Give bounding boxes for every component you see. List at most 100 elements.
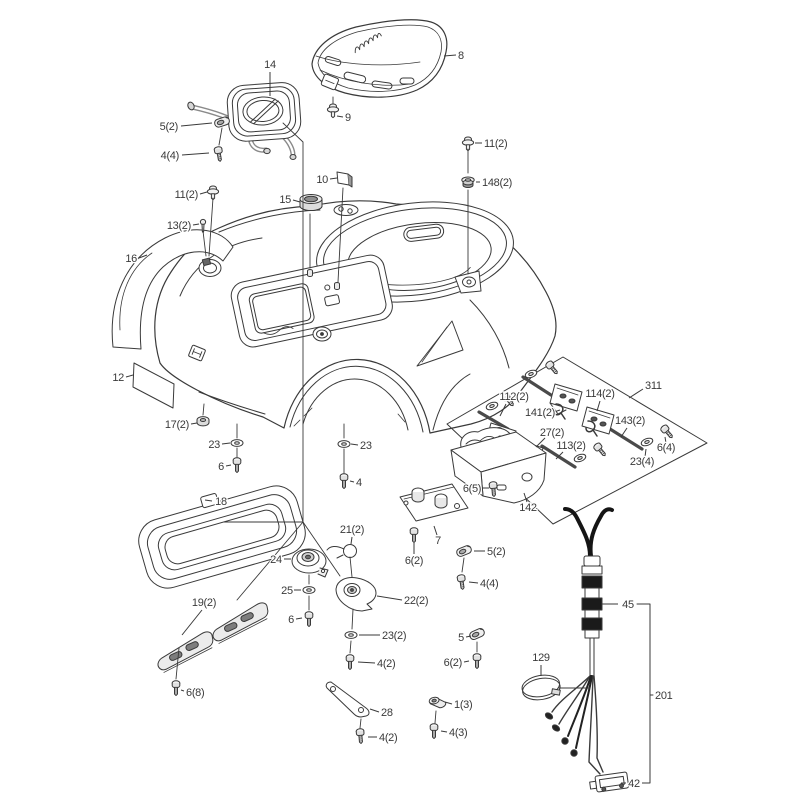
part-label-11(2): 11(2) xyxy=(175,189,198,201)
handle-part-14 xyxy=(187,82,302,160)
bolt-6-4 xyxy=(659,423,676,441)
spring-coil-part-21 xyxy=(343,544,357,558)
part-label-6(4): 6(4) xyxy=(657,442,675,454)
skid-plate-part-19 xyxy=(207,600,274,646)
leader-line-23 xyxy=(221,442,231,445)
clip-5 xyxy=(468,626,486,642)
top-cover-part-8 xyxy=(311,19,448,98)
part-label-6(8): 6(8) xyxy=(186,687,204,699)
part-label-7: 7 xyxy=(435,535,441,547)
wiring-harness-part-201 xyxy=(521,507,630,793)
leader-line-7 xyxy=(433,525,438,536)
part-label-6: 6 xyxy=(218,461,224,473)
leader-line-4(4) xyxy=(181,152,210,156)
clip-1-3 xyxy=(428,694,447,711)
leader-line-4(2) xyxy=(357,661,376,664)
leader-line-112(2) xyxy=(499,403,507,417)
panel-mount-post xyxy=(307,269,313,277)
latch-dial-part-24 xyxy=(291,548,329,578)
part-label-5(2): 5(2) xyxy=(487,546,505,558)
leader-line-27(2) xyxy=(535,437,546,448)
grommet-148-2 xyxy=(461,176,475,188)
part-label-21(2): 21(2) xyxy=(340,524,364,536)
leader-line-143(2) xyxy=(620,427,628,438)
part-label-13(2): 13(2) xyxy=(167,220,191,232)
leader-line-28 xyxy=(369,708,380,713)
washer-25 xyxy=(302,586,316,594)
part-label-6(2): 6(2) xyxy=(444,657,462,669)
part-label-6(2): 6(2) xyxy=(405,555,423,567)
leader-line-5 xyxy=(465,635,472,638)
bracket-201-extent xyxy=(636,603,654,784)
part-label-4: 4 xyxy=(356,477,362,489)
mower-body-shell-drawing xyxy=(154,200,557,434)
part-label-142: 142 xyxy=(519,502,537,514)
label-plate-part-12 xyxy=(132,362,175,409)
leader-line-6 xyxy=(225,464,232,467)
torsion-rod xyxy=(521,375,553,397)
bracket-part-7 xyxy=(399,483,469,522)
nut-17-2 xyxy=(196,416,210,427)
part-label-141(2): 141(2) xyxy=(525,407,555,419)
part-label-6: 6 xyxy=(288,614,294,626)
bolt-6-left xyxy=(232,457,242,473)
assembly-connector-lines xyxy=(175,96,591,729)
part-label-1(3): 1(3) xyxy=(454,699,472,711)
leader-line-4 xyxy=(349,480,355,483)
part-label-201: 201 xyxy=(655,690,673,702)
leader-line-13(2) xyxy=(192,223,200,226)
part-label-4(4): 4(4) xyxy=(480,578,498,590)
part-label-4(3): 4(3) xyxy=(449,727,467,739)
part-label-16: 16 xyxy=(125,253,137,265)
part-labels-layer: 14895(2)4(4)101511(2)148(2)11(2)13(2)161… xyxy=(111,49,677,792)
part-label-23: 23 xyxy=(360,440,372,452)
harness-connector-stack-45 xyxy=(581,555,603,639)
torsion-rod xyxy=(477,410,510,431)
part-label-114(2): 114(2) xyxy=(585,388,614,400)
part-label-11(2): 11(2) xyxy=(484,138,507,150)
bolt-6-latch xyxy=(304,611,314,627)
leader-line-23(4) xyxy=(644,448,647,458)
part-label-12: 12 xyxy=(112,372,124,384)
leader-line-113(2) xyxy=(555,451,564,460)
sensor-plate-114 xyxy=(581,406,615,435)
lower-frame-part-18 xyxy=(138,485,306,589)
bolt-6-2-low xyxy=(472,653,482,669)
leader-line-18 xyxy=(204,499,213,502)
leader-line-9 xyxy=(336,115,344,118)
wire-terminal xyxy=(551,724,561,732)
clamp-ring-part-129 xyxy=(521,674,561,701)
part-label-5(2): 5(2) xyxy=(160,121,178,133)
washer-23-2 xyxy=(344,631,358,639)
part-label-10: 10 xyxy=(316,174,328,186)
wire-terminal xyxy=(544,712,554,720)
strap-part-28 xyxy=(325,681,370,718)
leader-line-1(3) xyxy=(444,701,453,705)
part-label-4(2): 4(2) xyxy=(377,658,395,670)
harness-bracket-part-42 xyxy=(589,771,630,793)
leader-line-311 xyxy=(628,388,644,399)
body-rear-vent xyxy=(416,320,464,367)
leader-line-141(2) xyxy=(553,409,561,413)
brand-badge-icon xyxy=(188,344,206,362)
part-label-14: 14 xyxy=(264,59,276,71)
part-label-24: 24 xyxy=(270,554,282,566)
spring-hook xyxy=(553,403,566,420)
washer-23-center xyxy=(337,440,351,448)
leader-line-21(2) xyxy=(350,536,353,545)
leader-line-6 xyxy=(295,617,303,620)
skid-plate-part-19 xyxy=(152,629,219,675)
leader-line-6(2) xyxy=(463,660,470,663)
leader-line-5(2) xyxy=(180,122,213,127)
leader-line-23 xyxy=(350,443,359,446)
leader-line-142 xyxy=(523,492,528,503)
clip-5-2-mid xyxy=(455,543,473,559)
part-label-311: 311 xyxy=(645,380,662,392)
part-label-143(2): 143(2) xyxy=(615,415,645,427)
bolt-4-center xyxy=(339,473,349,489)
bolt-6-8 xyxy=(171,680,181,696)
leader-line-12 xyxy=(125,374,134,378)
wire-terminal xyxy=(570,749,578,757)
